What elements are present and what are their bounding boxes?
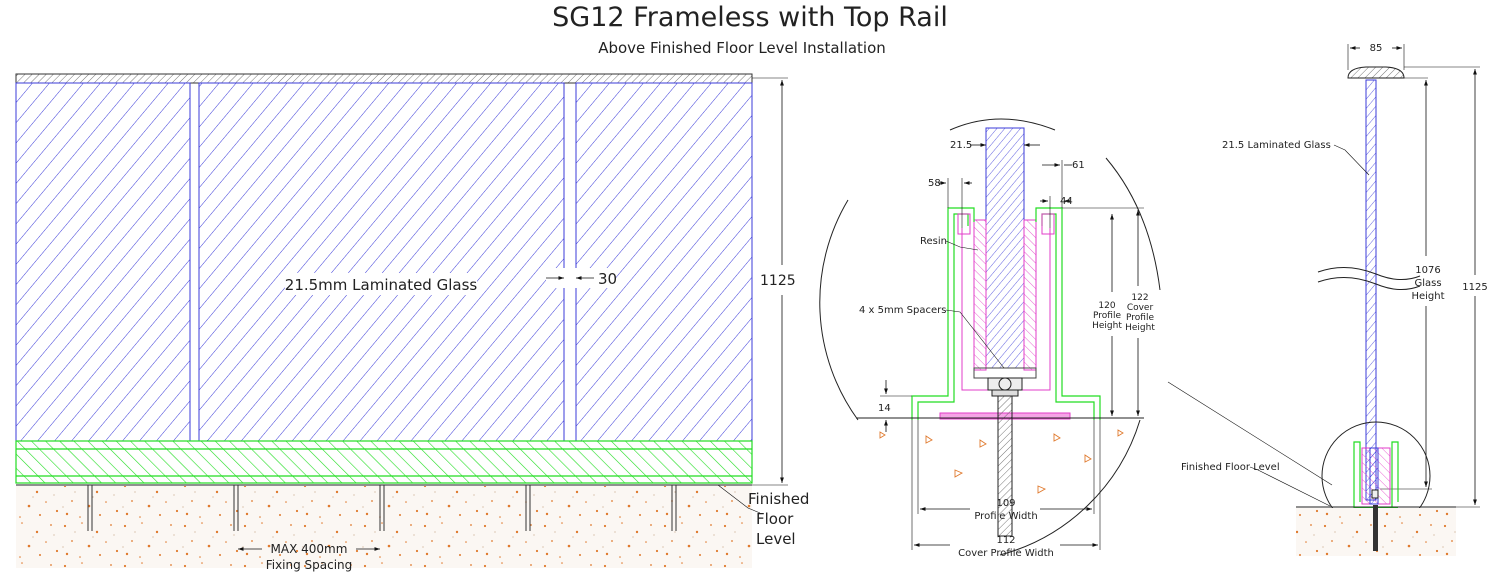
- cover-height-line-3: Profile: [1126, 313, 1154, 323]
- cover-height-line-1: 122: [1131, 293, 1148, 303]
- top-rail: [15, 73, 753, 84]
- section-glass-label: 21.5 Laminated Glass: [1222, 140, 1331, 151]
- detail-dim-14: 14: [878, 403, 891, 414]
- detail-dim-58: 58: [928, 178, 941, 189]
- anchor-bolts: [87, 485, 677, 531]
- drawing-title: SG12 Frameless with Top Rail: [552, 2, 948, 33]
- glass-height-line-2: Glass: [1414, 278, 1441, 289]
- anchor-bolt: [987, 377, 1023, 537]
- fixing-label-line-1: MAX 400mm: [271, 542, 348, 556]
- section-anchor: [1373, 505, 1378, 551]
- resin-right: [1023, 219, 1037, 371]
- glass-panel-middle: [198, 82, 565, 442]
- floor-label-line-3: Level: [756, 530, 796, 548]
- height-dimension-label: 1125: [760, 273, 796, 289]
- glass-label: 21.5mm Laminated Glass: [285, 276, 478, 294]
- cover-height-line-2: Cover: [1127, 303, 1154, 313]
- resin-left: [973, 219, 987, 371]
- cover-profile-outline: [911, 207, 1101, 420]
- resin-label: Resin: [920, 236, 947, 247]
- glass-height-line-1: 1076: [1415, 265, 1440, 276]
- detail-dim-61: 61: [1072, 160, 1085, 171]
- floor-label-line-1: Finished: [748, 490, 809, 508]
- profile-width-line-1: 109: [996, 498, 1015, 509]
- glass-panel-left: [15, 82, 191, 442]
- gap-dimension-label: 30: [598, 270, 617, 288]
- section-top-rail: [1347, 66, 1405, 79]
- base-profile: [15, 440, 753, 484]
- side-section-view: 85 21.5 Laminated Glass 1076 Glass Heigh…: [1181, 43, 1488, 556]
- spacers-label: 4 x 5mm Spacers: [859, 305, 946, 316]
- profile-height-line-2: Profile: [1093, 311, 1121, 321]
- section-glass: [1365, 79, 1377, 501]
- glass-panel-right: [575, 82, 753, 442]
- cover-width-line-2: Cover Profile Width: [958, 548, 1054, 559]
- profile-height-line-3: Height: [1092, 321, 1122, 331]
- cover-width-line-1: 112: [996, 535, 1015, 546]
- elevation-view: 21.5mm Laminated Glass 30 1125 Finished …: [15, 73, 809, 572]
- profile-detail-view: 21.5 61 58 44 Resin 4 x 5mm Spacers 14: [819, 118, 1333, 559]
- section-floor-label: Finished Floor Level: [1181, 462, 1280, 473]
- section-total-height: 1125: [1462, 282, 1487, 293]
- profile-width-line-2: Profile Width: [974, 511, 1037, 522]
- detail-glass: [985, 127, 1025, 369]
- profile-height-line-1: 120: [1098, 301, 1115, 311]
- cover-height-line-4: Height: [1125, 323, 1155, 333]
- fixing-label-line-2: Fixing Spacing: [266, 558, 353, 572]
- detail-dim-44: 44: [1060, 196, 1073, 207]
- detail-glass-thickness: 21.5: [950, 140, 972, 151]
- drawing-subtitle: Above Finished Floor Level Installation: [598, 39, 886, 57]
- glass-height-line-3: Height: [1411, 291, 1444, 302]
- floor-label-line-2: Floor: [756, 510, 794, 528]
- section-top-width: 85: [1370, 43, 1383, 54]
- concrete-aggregate: [879, 429, 1124, 494]
